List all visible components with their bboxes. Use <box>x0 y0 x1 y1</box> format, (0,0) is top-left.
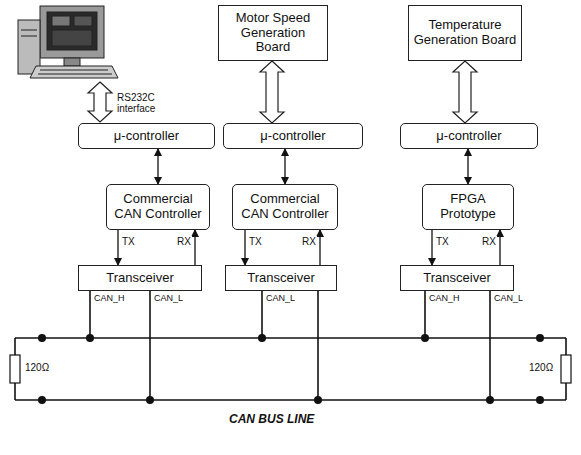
signal-name: CAN_H <box>428 294 461 304</box>
edge-label: RX <box>301 236 317 247</box>
signal-name: CAN_H <box>93 294 126 304</box>
bus-arrow <box>453 61 477 123</box>
signal-arrow <box>117 230 118 265</box>
signal-arrow <box>157 149 158 184</box>
block-box: Transceiver <box>78 265 202 291</box>
block-box: Commercial CAN Controller <box>232 184 338 230</box>
computer-illustration <box>18 6 118 78</box>
signal-arrow <box>194 230 195 265</box>
edge-label: TX <box>121 236 136 247</box>
block-box: FPGA Prototype <box>422 184 514 230</box>
box-text: Commercial CAN Controller <box>237 192 333 222</box>
box-text: Transceiver <box>106 271 173 286</box>
block-box: Commercial CAN Controller <box>106 184 210 230</box>
block-box: Temperature Generation Board <box>408 5 522 61</box>
edge-label: TX <box>435 236 450 247</box>
resistor-symbol <box>10 355 571 383</box>
box-text: Transceiver <box>423 271 490 286</box>
can-bus-wires <box>15 291 566 400</box>
signal-name: CAN_L <box>153 294 184 304</box>
box-text: FPGA Prototype <box>427 192 509 222</box>
block-box: Transceiver <box>400 265 514 291</box>
edge-label: RX <box>481 236 497 247</box>
bus-title: CAN BUS LINE <box>228 413 315 426</box>
edge-label: TX <box>248 236 263 247</box>
junction-dot <box>38 334 544 404</box>
signal-arrow <box>244 230 245 265</box>
rs232-arrow <box>88 82 112 122</box>
resistor-value: 120Ω <box>24 362 50 373</box>
box-text: Transceiver <box>247 271 314 286</box>
block-box: Transceiver <box>225 265 337 291</box>
signal-arrow <box>499 230 500 265</box>
signal-arrow <box>319 230 320 265</box>
box-text: μ-controller <box>436 129 501 144</box>
box-text: μ-controller <box>114 129 179 144</box>
bus-arrow <box>260 61 284 123</box>
box-text: Temperature Generation Board <box>413 18 517 48</box>
signal-arrow <box>431 230 432 265</box>
box-text: Commercial CAN Controller <box>111 192 205 222</box>
signal-name: CAN_L <box>265 294 296 304</box>
block-box: μ-controller <box>223 123 363 149</box>
signal-arrow <box>467 149 468 184</box>
resistor-value: 120Ω <box>528 362 554 373</box>
block-box: Motor Speed Generation Board <box>218 5 328 61</box>
signal-name: RS232C interface <box>116 92 188 114</box>
signal-arrow <box>284 149 285 184</box>
edge-label: RX <box>176 236 192 247</box>
box-text: μ-controller <box>260 129 325 144</box>
box-text: Motor Speed Generation Board <box>223 11 323 56</box>
block-box: μ-controller <box>78 123 215 149</box>
block-box: μ-controller <box>400 123 538 149</box>
signal-name: CAN_L <box>493 294 524 304</box>
